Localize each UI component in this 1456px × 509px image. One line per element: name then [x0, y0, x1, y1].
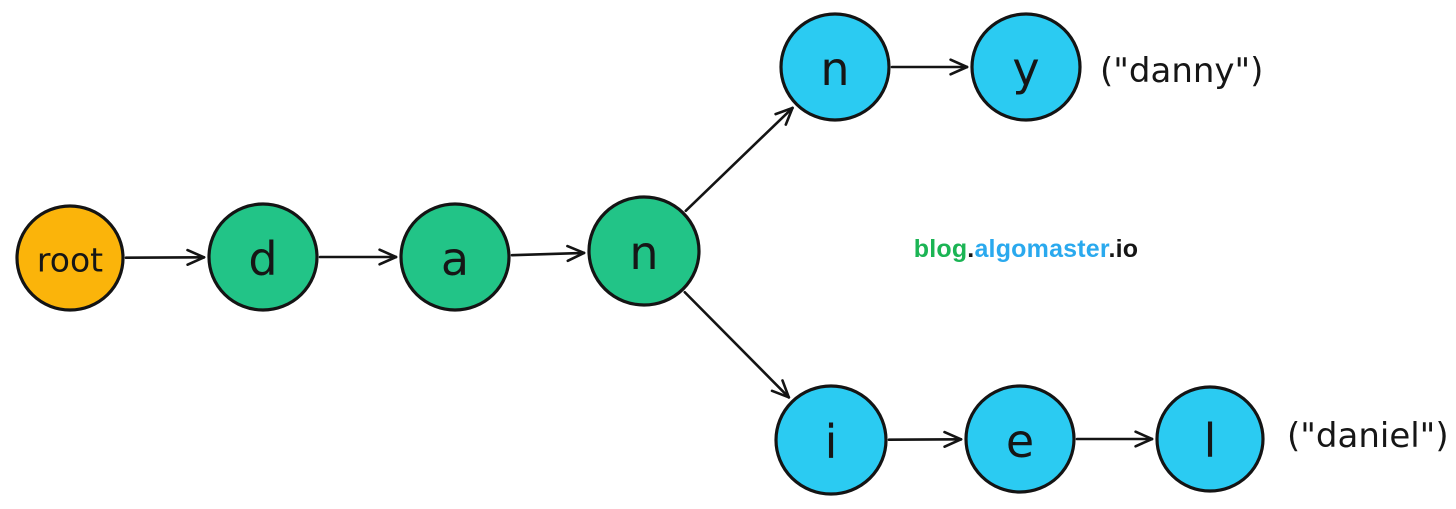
node-letter-n1: n: [629, 226, 658, 280]
watermark-blog-algomaster-io: blog.algomaster.io: [914, 235, 1139, 263]
node-circle-y: [970, 12, 1082, 122]
trie-node-y: y: [970, 12, 1082, 122]
edges-layer: [124, 58, 1154, 449]
node-circle-l: [1155, 385, 1265, 493]
node-letter-root: root: [37, 241, 103, 280]
node-letter-n2: n: [820, 42, 849, 96]
trie-node-l: l: [1155, 385, 1265, 493]
word-annotation-daniel: ("daniel"): [1287, 416, 1449, 456]
node-circle-n1: [587, 195, 701, 307]
edge-a-n1: [510, 244, 586, 263]
node-letter-e: e: [1006, 414, 1034, 468]
node-circle-n2: [779, 12, 891, 122]
trie-node-n2: n: [779, 12, 891, 122]
node-letter-l: l: [1204, 414, 1217, 468]
nodes-layer: root d a n n y i e l: [15, 12, 1265, 496]
node-circle-i: [774, 384, 888, 496]
word-annotation-danny: ("danny"): [1100, 51, 1263, 91]
edge-n1-n2: [684, 106, 794, 213]
edge-i-e: [887, 430, 963, 449]
edge-n1-i: [683, 290, 791, 399]
trie-node-d: d: [207, 202, 319, 312]
watermark-segment: .: [1108, 235, 1115, 263]
node-letter-i: i: [825, 415, 838, 469]
node-letter-d: d: [248, 232, 277, 286]
edge-n2-y: [890, 58, 969, 76]
trie-node-e: e: [964, 384, 1076, 494]
watermark-segment: io: [1116, 235, 1139, 263]
watermark-segment: algomaster: [974, 235, 1109, 263]
watermark-segment: blog: [914, 235, 968, 263]
trie-node-root: root: [15, 204, 125, 312]
edge-e-l: [1075, 430, 1154, 448]
edge-d-a: [318, 248, 398, 266]
watermark-segment: .: [967, 235, 974, 263]
trie-node-n1: n: [587, 195, 701, 307]
node-circle-e: [964, 384, 1076, 494]
node-letter-y: y: [1012, 42, 1039, 96]
edge-root-d: [124, 248, 206, 267]
trie-node-a: a: [399, 202, 511, 312]
node-circle-d: [207, 202, 319, 312]
node-circle-a: [399, 202, 511, 312]
node-letter-a: a: [441, 232, 469, 286]
node-circle-root: [15, 204, 125, 312]
trie-node-i: i: [774, 384, 888, 496]
